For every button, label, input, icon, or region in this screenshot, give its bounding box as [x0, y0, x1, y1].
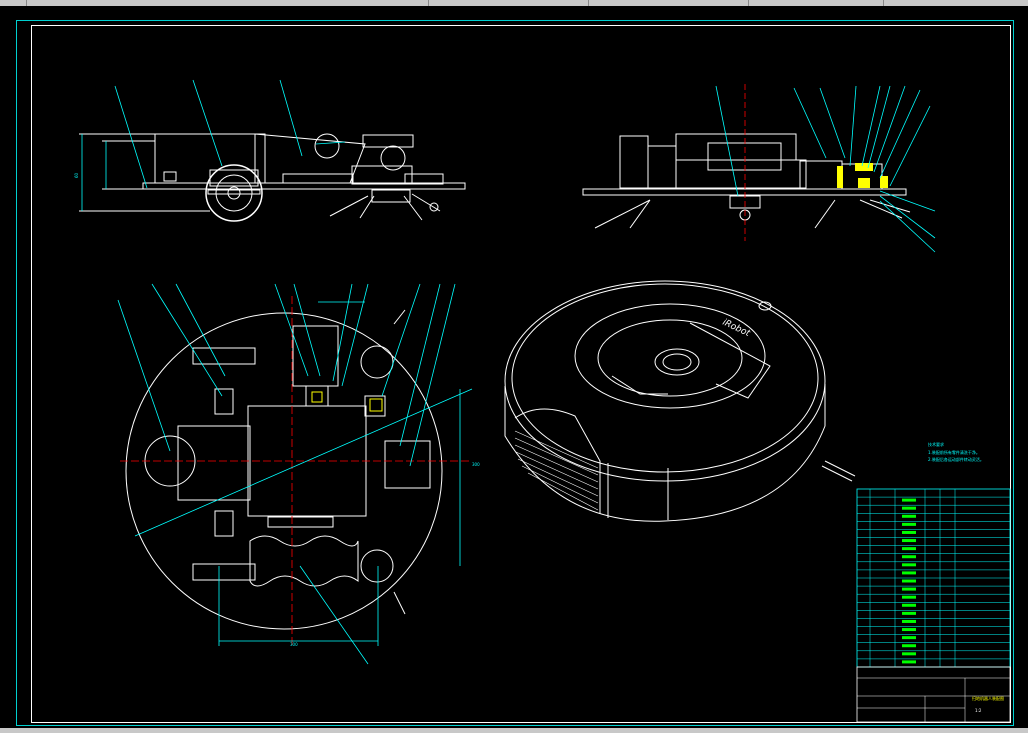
parts-list-table: [856, 488, 1011, 668]
parts-row-name: [902, 628, 916, 632]
title-block-name: 扫地机器人装配图: [972, 695, 1004, 701]
plan-view-dims: [117, 283, 473, 665]
plan-view-highlight: [311, 391, 383, 412]
front-view-dims: [715, 85, 936, 253]
toolbar-segment[interactable]: [26, 0, 429, 6]
toolbar-segment[interactable]: [0, 0, 27, 6]
parts-row-name: [902, 603, 916, 607]
side-view-dims: [81, 79, 346, 211]
parts-row-name: [902, 636, 916, 640]
plan-view-centerlines: [120, 296, 470, 646]
parts-row-name: [902, 555, 916, 559]
isometric-vents: [514, 430, 599, 511]
toolbar-segment[interactable]: [748, 0, 884, 6]
parts-row-name: [902, 619, 916, 623]
side-view: [79, 133, 466, 222]
parts-row-name: [902, 539, 916, 543]
parts-row-name: [902, 514, 916, 518]
status-bar[interactable]: [0, 728, 1028, 733]
parts-row-name: [902, 579, 916, 583]
title-block-scale: 1:2: [975, 708, 982, 713]
parts-row-name: [902, 547, 916, 551]
notes-title: 技术要求: [928, 441, 944, 447]
parts-row-name: [902, 506, 916, 510]
title-block: 扫地机器人装配图 1:2: [856, 666, 1011, 723]
toolbar-segment[interactable]: [588, 0, 749, 6]
parts-row-name: [902, 611, 916, 615]
notes-line-2: 2.装配后各运动部件转动灵活。: [928, 456, 984, 462]
top-toolbar[interactable]: [0, 0, 1028, 6]
drawing-canvas[interactable]: 60 300 300 iRobot 技术要求 1.装配前所有零件清洗干净。 2.…: [0, 6, 1028, 728]
parts-row-name: [902, 644, 916, 648]
parts-row-name: [902, 587, 916, 591]
front-view-highlight: [837, 163, 888, 188]
parts-row-name: [902, 522, 916, 526]
plan-dim-width: 300: [290, 642, 298, 647]
drawing-frame: [16, 20, 1014, 726]
drawing-border: [31, 25, 1011, 723]
parts-row-name: [902, 571, 916, 575]
parts-row-name: [902, 498, 916, 502]
parts-row-name: [902, 660, 916, 664]
parts-row-name: [902, 530, 916, 534]
cad-drawing[interactable]: 60 300 300 iRobot 技术要求 1.装配前所有零件清洗干净。 2.…: [0, 6, 1028, 728]
isometric-logo: iRobot: [721, 318, 752, 340]
isometric-view: [504, 280, 856, 522]
parts-row-name: [902, 563, 916, 567]
plan-dim-height: 300: [472, 462, 480, 467]
parts-row-name: [902, 652, 916, 656]
notes-line-1: 1.装配前所有零件清洗干净。: [928, 449, 980, 455]
side-view-dim-label: 60: [74, 172, 79, 178]
parts-row-name: [902, 595, 916, 599]
front-view: [582, 133, 911, 229]
toolbar-segment[interactable]: [428, 0, 589, 6]
